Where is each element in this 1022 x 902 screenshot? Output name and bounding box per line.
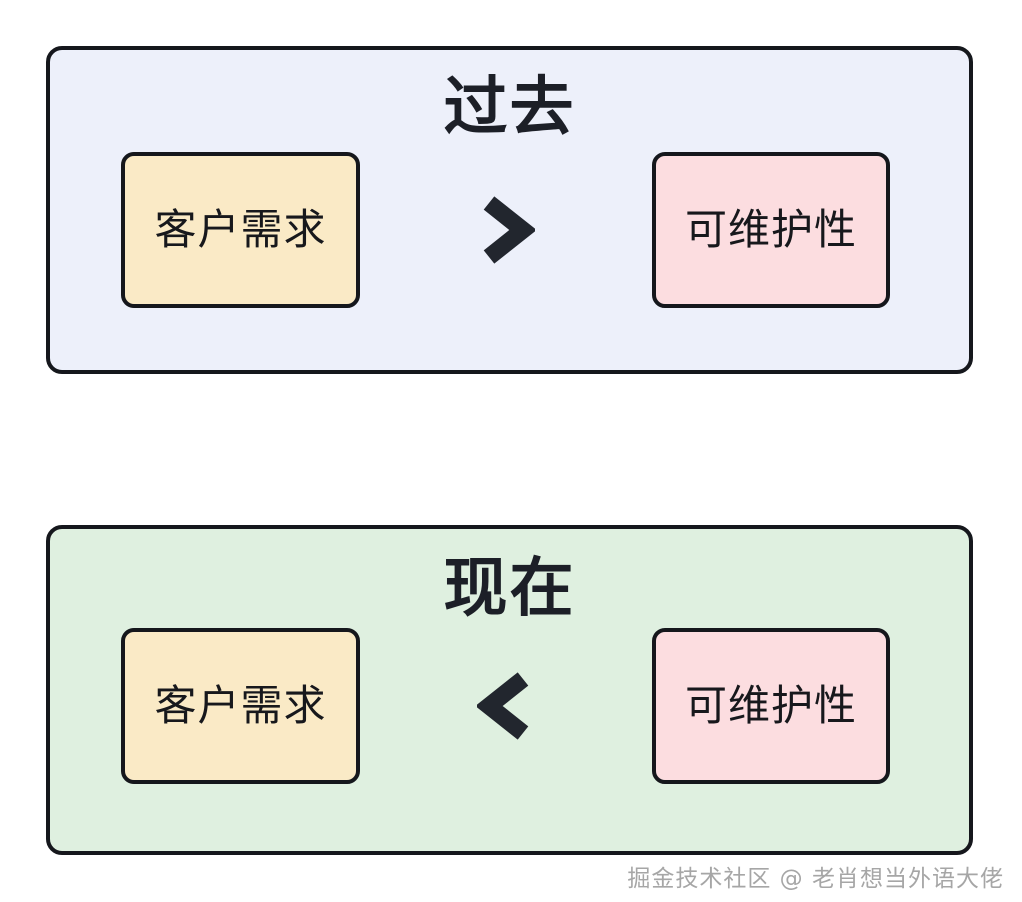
less-than-icon [477,672,529,740]
panel-now-compare-row: 客户需求 可维护性 [50,625,969,787]
card-maintainability-past: 可维护性 [652,152,890,308]
panel-past: 过去 客户需求 可维护性 [46,46,973,374]
operator-slot-past [360,152,652,308]
panel-now: 现在 客户需求 可维护性 [46,525,973,855]
watermark-credit: 掘金技术社区 @ 老肖想当外语大佬 [627,866,1004,893]
card-customer-demand-past: 客户需求 [121,152,360,308]
card-customer-demand-now: 客户需求 [121,628,360,784]
operator-slot-now [360,628,652,784]
greater-than-icon [483,196,535,264]
panel-past-compare-row: 客户需求 可维护性 [50,149,969,311]
panel-past-title: 过去 [443,71,576,145]
card-maintainability-now: 可维护性 [652,628,890,784]
panel-now-title: 现在 [443,552,576,626]
